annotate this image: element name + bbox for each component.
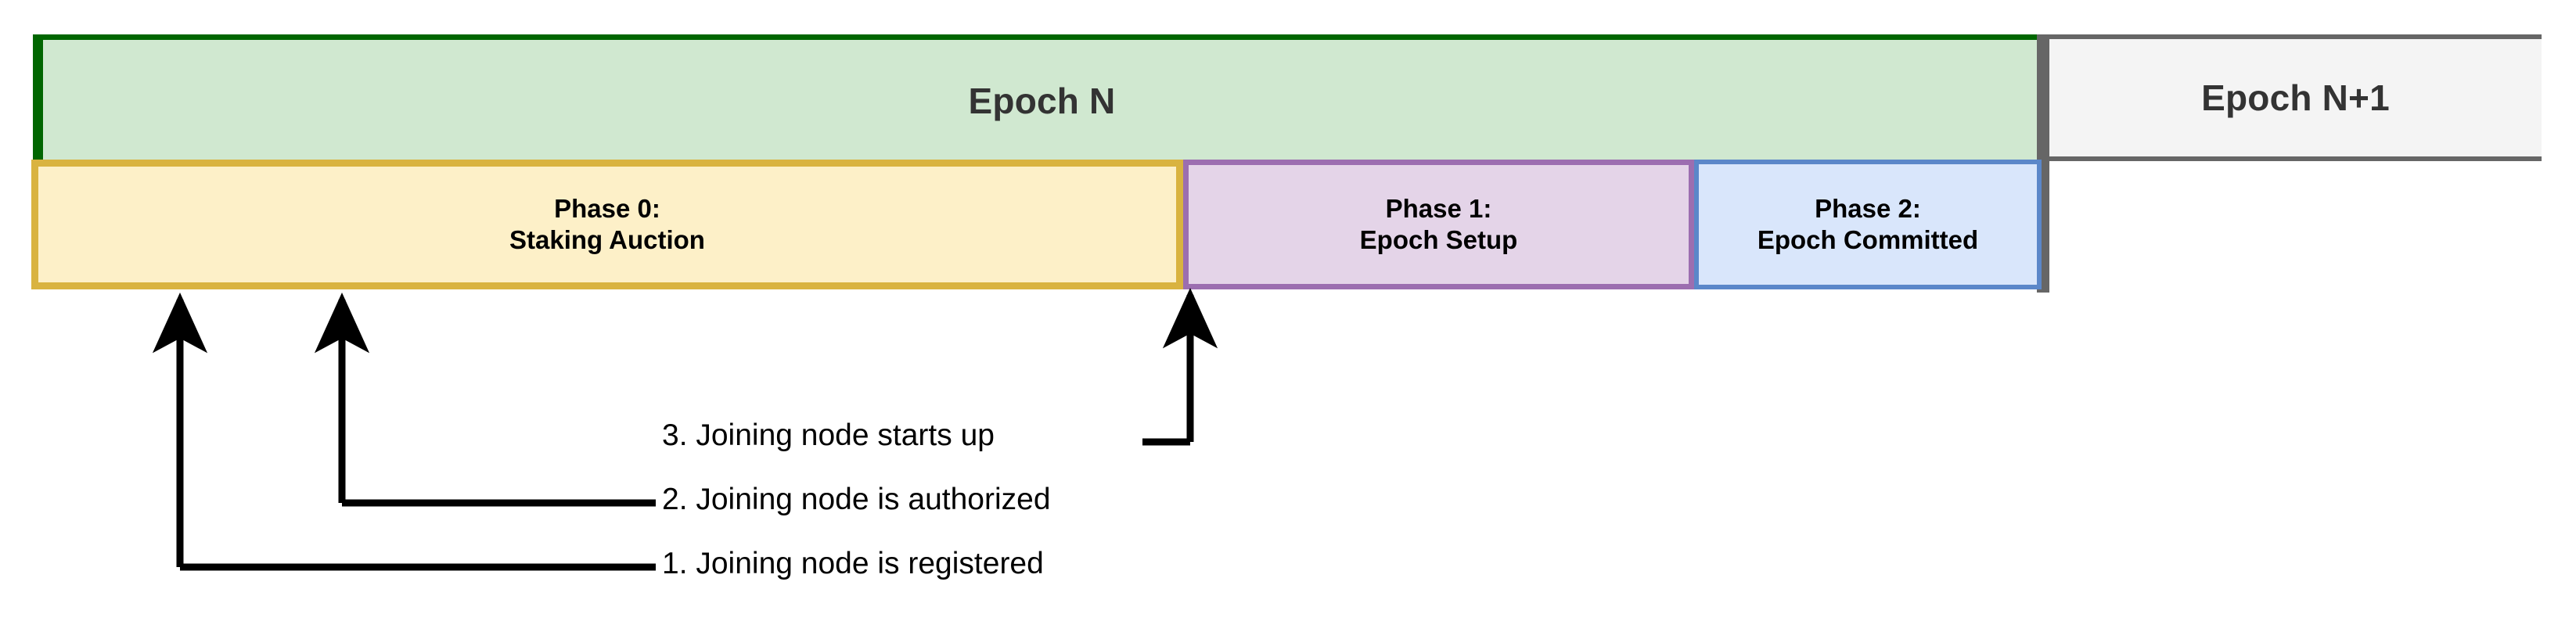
callout-label-3: 3. Joining node starts up bbox=[662, 418, 995, 452]
callout-label-1: 1. Joining node is registered bbox=[662, 547, 1044, 580]
phase-2-epoch-committed-bar: Phase 2: Epoch Committed bbox=[1694, 160, 2042, 289]
phase-0-subtitle: Staking Auction bbox=[509, 225, 705, 254]
phase-2-title: Phase 2: bbox=[1815, 193, 1921, 223]
epoch-n-plus-1-bar: Epoch N+1 bbox=[2037, 34, 2542, 161]
callout-label-2: 2. Joining node is authorized bbox=[662, 483, 1051, 516]
phase-1-title: Phase 1: bbox=[1385, 193, 1492, 223]
phase-0-title: Phase 0: bbox=[554, 193, 660, 223]
epoch-n-label: Epoch N bbox=[968, 80, 1116, 121]
phase-2-subtitle: Epoch Committed bbox=[1757, 225, 1979, 254]
phase-1-subtitle: Epoch Setup bbox=[1359, 225, 1518, 254]
phase-1-epoch-setup-bar: Phase 1: Epoch Setup bbox=[1183, 160, 1694, 289]
epoch-n-plus-1-label: Epoch N+1 bbox=[2201, 77, 2390, 118]
phase-0-staking-auction-bar: Phase 0: Staking Auction bbox=[31, 160, 1183, 289]
epoch-n-bar: Epoch N bbox=[33, 34, 2041, 161]
